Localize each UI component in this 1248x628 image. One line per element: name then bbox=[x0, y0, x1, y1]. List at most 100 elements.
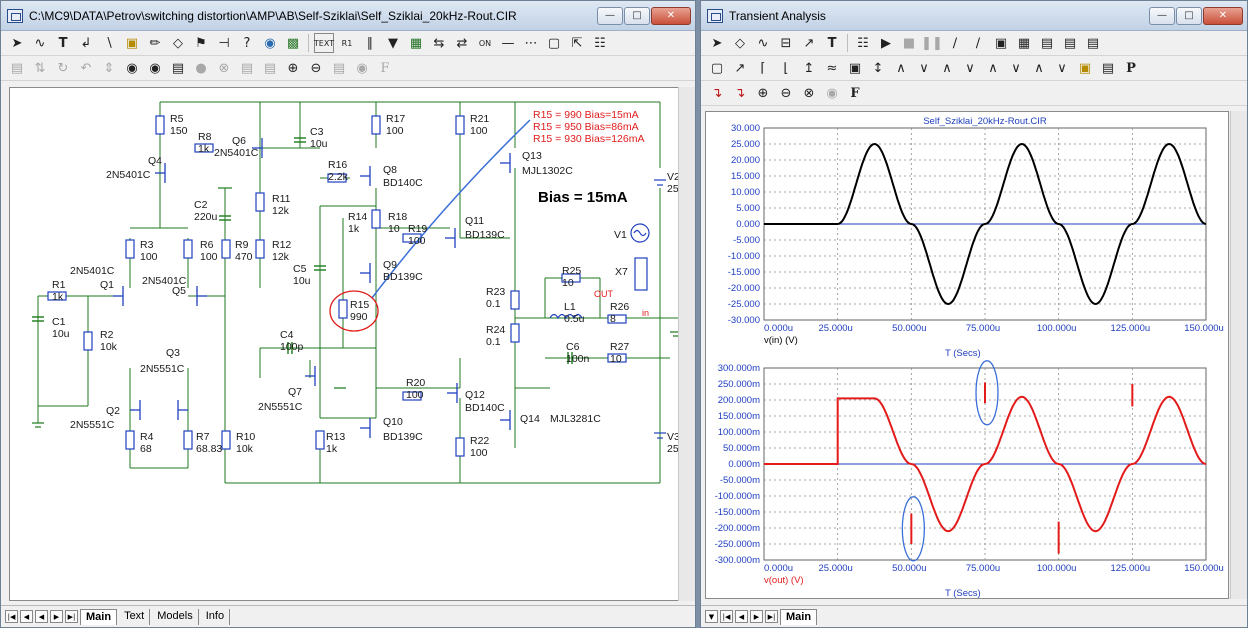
run-icon[interactable]: ▶ bbox=[881, 35, 891, 51]
component-id[interactable]: R7 bbox=[196, 431, 210, 443]
component-id[interactable]: R27 bbox=[610, 341, 629, 353]
copy-icon[interactable]: ▤ bbox=[240, 60, 254, 76]
line-icon[interactable]: — bbox=[501, 35, 515, 51]
tab-last-button[interactable]: ▶| bbox=[65, 610, 78, 623]
component-value[interactable]: 8 bbox=[610, 313, 616, 325]
component-value[interactable]: 10 bbox=[562, 277, 574, 289]
text-tool-icon[interactable]: T bbox=[827, 35, 837, 51]
waveform-icon[interactable]: ∿ bbox=[757, 35, 769, 51]
tab-last-button[interactable]: ▶| bbox=[765, 610, 778, 623]
pause-icon[interactable]: ❚❚ bbox=[921, 35, 943, 51]
valley-icon[interactable]: ⌊ bbox=[783, 60, 789, 76]
component-value[interactable]: MJL3281C bbox=[550, 413, 601, 425]
find-icon[interactable]: ◉ bbox=[149, 60, 161, 76]
component-value[interactable]: 220u bbox=[194, 211, 218, 223]
component-id[interactable]: R1 bbox=[52, 279, 66, 291]
high-mode-icon[interactable]: ∧ bbox=[942, 60, 952, 76]
zoom-in-icon[interactable]: ⊕ bbox=[287, 60, 299, 76]
component-id[interactable]: R2 bbox=[100, 329, 114, 341]
component-id[interactable]: V1 bbox=[614, 229, 627, 241]
component-id[interactable]: C5 bbox=[293, 263, 307, 275]
component-value[interactable]: 2N5551C bbox=[70, 419, 115, 431]
cursor-icon[interactable]: ⇱ bbox=[571, 35, 583, 51]
flag-icon[interactable]: ⚑ bbox=[195, 35, 207, 51]
component-id[interactable]: R25 bbox=[562, 265, 581, 277]
component-id[interactable]: R26 bbox=[610, 301, 629, 313]
component-id[interactable]: X7 bbox=[615, 266, 628, 278]
shapes-icon[interactable]: ◇ bbox=[735, 35, 745, 51]
max-mode-icon[interactable]: ∧ bbox=[1034, 60, 1044, 76]
maximize-button[interactable]: □ bbox=[624, 6, 650, 25]
component-id[interactable]: C2 bbox=[194, 199, 208, 211]
component-id[interactable]: R6 bbox=[200, 239, 214, 251]
component-value[interactable]: BD139C bbox=[383, 431, 423, 443]
peak-icon[interactable]: ⌈ bbox=[760, 60, 766, 76]
component-value[interactable]: 10u bbox=[52, 328, 70, 340]
component-id[interactable]: R16 bbox=[328, 159, 347, 171]
component-id[interactable]: R9 bbox=[235, 239, 249, 251]
component-id[interactable]: Q2 bbox=[106, 405, 120, 417]
stop-icon[interactable]: ● bbox=[195, 60, 207, 76]
component-value[interactable]: 100 bbox=[386, 125, 404, 137]
flip-icon[interactable]: ⇆ bbox=[433, 35, 445, 51]
toggle-icon[interactable]: ON bbox=[478, 38, 492, 48]
component-id[interactable]: R15 bbox=[350, 299, 369, 311]
component-value[interactable]: 68 bbox=[140, 443, 152, 455]
tab-prev-button[interactable]: ◀ bbox=[735, 610, 748, 623]
component-value[interactable]: 100p bbox=[280, 341, 304, 353]
component-id[interactable]: R4 bbox=[140, 431, 154, 443]
cancel-icon[interactable]: ⊗ bbox=[218, 60, 230, 76]
component-id[interactable]: R21 bbox=[470, 113, 489, 125]
orthogonal-wire-icon[interactable]: ↲ bbox=[80, 35, 92, 51]
binoculars-icon[interactable]: ◉ bbox=[126, 60, 138, 76]
dots-icon[interactable]: ⋯ bbox=[524, 35, 538, 51]
component-id[interactable]: R13 bbox=[326, 431, 345, 443]
component-id[interactable]: V3 bbox=[667, 431, 680, 443]
cursor-mode-icon[interactable]: ↕ bbox=[872, 60, 884, 76]
text-tool-icon[interactable]: T bbox=[58, 35, 68, 51]
component-id[interactable]: Q11 bbox=[465, 215, 484, 227]
component-value[interactable]: 100n bbox=[566, 353, 590, 365]
component-id[interactable]: Q8 bbox=[383, 164, 397, 176]
component-id[interactable]: Q4 bbox=[148, 155, 162, 167]
tab-next-button[interactable]: ▶ bbox=[750, 610, 763, 623]
low-mode-icon[interactable]: ∨ bbox=[965, 60, 975, 76]
component-value[interactable]: 1k bbox=[348, 223, 360, 235]
component-id[interactable]: R11 bbox=[272, 193, 291, 205]
component-id[interactable]: R22 bbox=[470, 435, 489, 447]
component-value[interactable]: 10u bbox=[293, 275, 311, 287]
plot-box-icon[interactable]: ▣ bbox=[994, 35, 1008, 51]
component-id[interactable]: Q12 bbox=[465, 389, 485, 401]
component-id[interactable]: Q9 bbox=[383, 259, 397, 271]
component-value[interactable]: 1k bbox=[326, 443, 338, 455]
component-value[interactable]: BD139C bbox=[465, 229, 505, 241]
zoom-out-icon[interactable]: ⊖ bbox=[310, 60, 322, 76]
cursor-icon[interactable]: ↗ bbox=[803, 35, 815, 51]
component-value[interactable]: 10 bbox=[610, 353, 622, 365]
wave-icon[interactable]: ≈ bbox=[826, 60, 838, 76]
component-id[interactable]: C3 bbox=[310, 126, 324, 138]
chart-icon[interactable]: ▣ bbox=[848, 60, 862, 76]
component-id[interactable]: Q5 bbox=[172, 285, 186, 297]
font-icon[interactable]: F bbox=[380, 60, 390, 76]
zoom-out-icon[interactable]: ⊖ bbox=[780, 85, 792, 101]
wire-icon[interactable]: ∿ bbox=[34, 35, 46, 51]
flip-vertical-icon[interactable]: ⇕ bbox=[103, 60, 115, 76]
component-value[interactable]: 0.5u bbox=[564, 313, 585, 325]
palette-icon[interactable]: ◉ bbox=[356, 60, 368, 76]
component-value[interactable]: 10k bbox=[100, 341, 118, 353]
pin-connections-icon[interactable]: ∥ bbox=[366, 35, 374, 51]
palette-icon[interactable]: ◉ bbox=[826, 85, 838, 101]
line-tool-2-icon[interactable]: ∕ bbox=[975, 35, 981, 51]
component-value[interactable]: 12k bbox=[272, 251, 290, 263]
help-query-icon[interactable]: ? bbox=[243, 35, 251, 51]
component-value[interactable]: 150 bbox=[170, 125, 188, 137]
minimize-button[interactable]: — bbox=[1149, 6, 1175, 25]
component-id[interactable]: Q7 bbox=[288, 386, 302, 398]
component-id[interactable]: R8 bbox=[198, 131, 212, 143]
bookmark-icon[interactable]: ▣ bbox=[1078, 60, 1092, 76]
component-id[interactable]: R14 bbox=[348, 211, 367, 223]
paste-icon[interactable]: ▤ bbox=[263, 60, 277, 76]
tab-first-button[interactable]: |◀ bbox=[720, 610, 733, 623]
